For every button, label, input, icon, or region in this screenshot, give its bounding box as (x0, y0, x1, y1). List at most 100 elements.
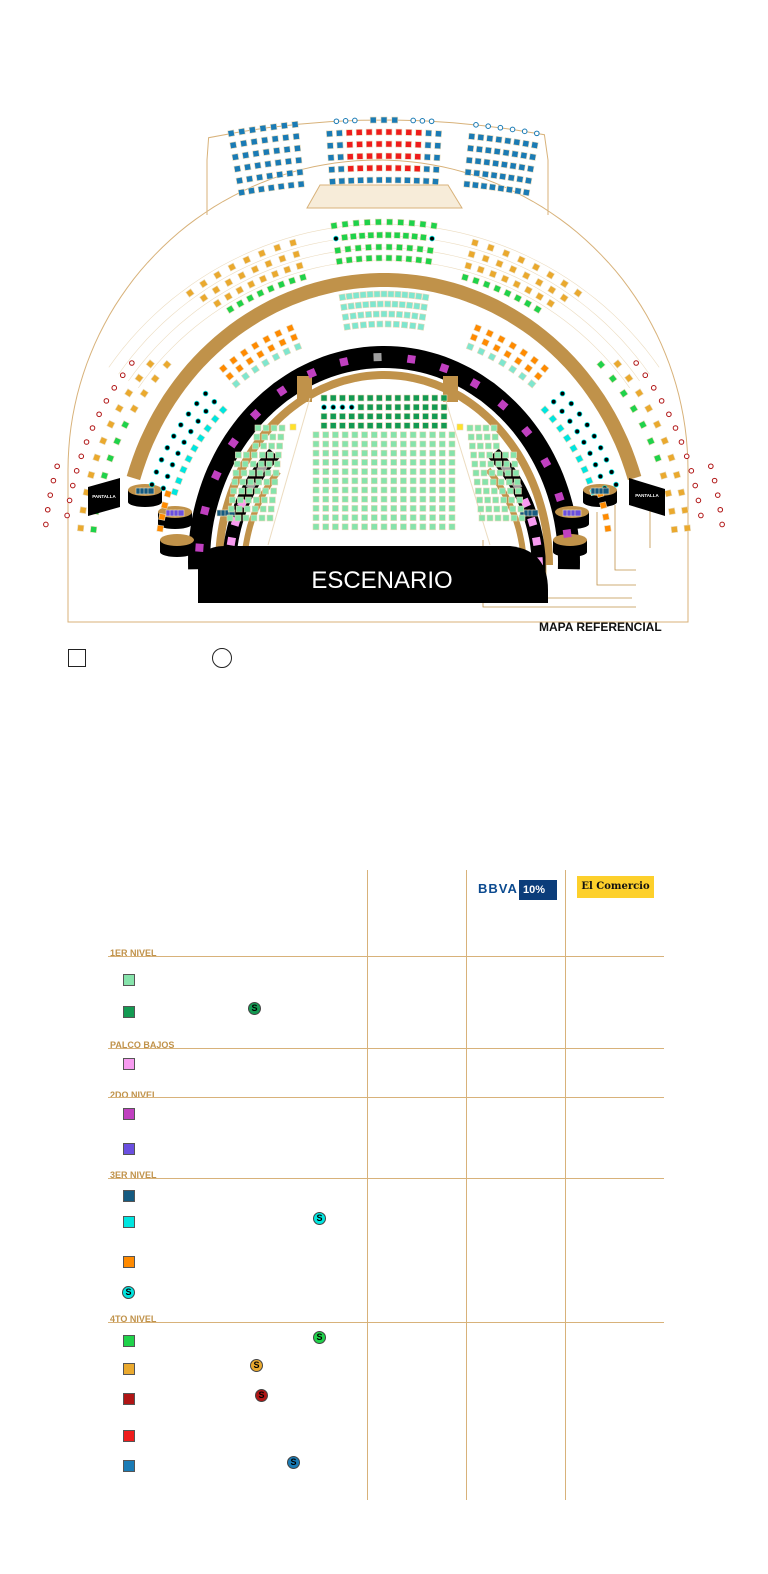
seat (258, 274, 268, 284)
seat (129, 404, 139, 414)
seat (612, 359, 623, 369)
seat (284, 157, 293, 166)
reference-line (596, 512, 636, 586)
seat (448, 459, 456, 466)
seat (380, 449, 388, 457)
seat (386, 218, 393, 226)
seat (419, 449, 427, 457)
seat (518, 514, 526, 522)
seat-circle (44, 506, 51, 513)
seat (384, 320, 392, 328)
seat (341, 495, 349, 503)
seat (419, 468, 427, 475)
seat (419, 459, 427, 466)
seat (366, 413, 374, 420)
seat (361, 440, 368, 448)
seat (495, 460, 503, 468)
seat (366, 164, 374, 172)
seat (226, 514, 234, 522)
seat (366, 152, 373, 160)
seat (503, 349, 513, 359)
seat (438, 514, 446, 521)
seat (497, 184, 505, 193)
seat (521, 271, 531, 281)
legend-section-title: 1ER NIVEL (110, 948, 157, 958)
seat (262, 487, 269, 495)
seat (438, 440, 446, 448)
seat (448, 431, 456, 439)
seat (260, 442, 267, 450)
seat (292, 132, 300, 141)
seat (419, 514, 427, 521)
seat (429, 440, 436, 448)
seat (270, 123, 278, 131)
seat (512, 469, 520, 477)
seat (511, 150, 519, 158)
seat (361, 514, 368, 521)
seat (416, 245, 424, 253)
seat (480, 182, 488, 190)
seat-circle (708, 463, 714, 470)
seat (660, 436, 670, 446)
seat (409, 505, 417, 512)
seat (380, 459, 388, 466)
seat (677, 488, 686, 497)
seat-accessible (164, 445, 171, 451)
pillar (297, 376, 312, 402)
seat (429, 514, 436, 521)
seat (250, 514, 258, 522)
legend-color-swatch (123, 1006, 135, 1018)
seat (349, 232, 357, 241)
palco-box (406, 354, 416, 364)
seat (510, 514, 518, 522)
seat (482, 280, 491, 289)
seat (400, 459, 407, 466)
seat (147, 487, 155, 495)
seat (504, 469, 512, 477)
seat-accessible (170, 433, 177, 439)
seat (466, 144, 475, 152)
seat (347, 302, 355, 310)
seat (516, 255, 526, 265)
seat (448, 514, 456, 521)
legend-color-swatch (123, 1363, 135, 1375)
seat (351, 431, 359, 439)
seat (341, 440, 349, 448)
seat (332, 523, 339, 531)
seat (213, 270, 223, 280)
palco-box (200, 505, 210, 516)
seat (495, 259, 504, 268)
seat-circle (650, 385, 657, 391)
seat (385, 140, 393, 148)
seat (499, 487, 506, 495)
seat (501, 505, 509, 513)
seat (376, 403, 383, 411)
seat (320, 422, 328, 429)
seat (493, 442, 500, 450)
seat (475, 487, 482, 495)
seat (395, 310, 403, 318)
seat (370, 495, 378, 503)
seat (211, 285, 221, 295)
seat (261, 433, 269, 441)
seat-accessible (587, 450, 593, 457)
seat (404, 152, 412, 160)
seat-circle (64, 512, 70, 519)
seat (470, 451, 477, 459)
seat (351, 523, 359, 531)
seat (515, 487, 522, 495)
seat-accessible (608, 469, 615, 475)
seat (540, 405, 550, 415)
seat (295, 156, 303, 164)
seat (380, 440, 388, 448)
seat (380, 486, 388, 494)
seat (431, 413, 439, 420)
seat (265, 172, 274, 180)
bbva-logo: BBVA (478, 881, 518, 896)
seat (390, 431, 398, 439)
seat (528, 153, 537, 161)
row-guide (138, 259, 630, 389)
seat (361, 505, 368, 512)
seat (341, 477, 349, 485)
seat (503, 460, 511, 468)
